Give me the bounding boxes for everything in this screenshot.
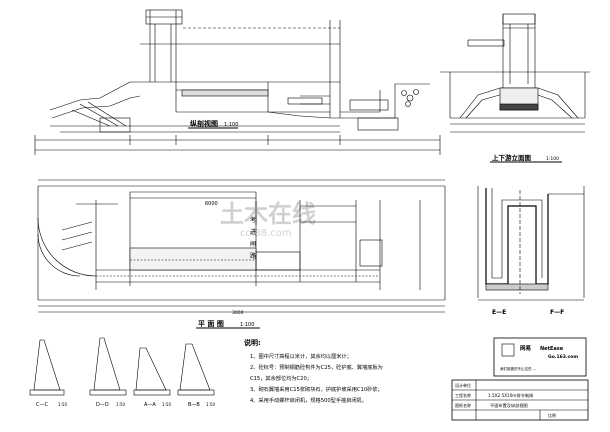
section-dd-label: D—D — [96, 402, 109, 408]
longitudinal-scale: 1:100 — [224, 122, 238, 128]
section-cc-label: C—C — [36, 402, 48, 408]
elevation-view: 上下游立面图 1:100 — [440, 13, 590, 163]
plan-scale: 1:100 — [240, 322, 254, 328]
plan-dim-6000: 6000 — [205, 201, 218, 207]
section-cc-scale: 1:50 — [58, 402, 67, 407]
project-label: 工程名称 — [455, 392, 471, 398]
notes-heading: 说明: — [244, 338, 261, 347]
note-4: 3、砌石翼墙采用C15浆砌块石，护底护坡采用C10砂浆； — [250, 385, 383, 393]
note-5: 4、采用手动螺杆启闭机，规格500型手摇启闭机。 — [250, 396, 367, 404]
longitudinal-section: 纵剖视图 1:100 — [34, 9, 441, 155]
logo-tagline: 我们能做的不止这些 ... — [500, 366, 536, 371]
watermark-sub: coi88.com — [240, 228, 292, 239]
elevation-title: 上下游立面图 — [492, 153, 532, 162]
wing-wall-sections: C—C D—D A—A B—B 1:50 1:50 1:50 1:50 — [29, 337, 215, 408]
drawing-label: 图纸名称 — [455, 402, 471, 408]
project-value: 1.5X2.5X10m排节制闸 — [488, 392, 533, 399]
scale-label: 比例 — [548, 412, 556, 418]
drawing-value: 平面布置及纵剖视图 — [490, 402, 528, 409]
watermark-text: 土木在线 — [220, 200, 316, 228]
note-1: 1、图中尺寸高程以米计，其余均以厘米计； — [250, 352, 352, 360]
section-aa-scale: 1:50 — [162, 402, 171, 407]
note-3: C15，其余部位均为C20； — [250, 374, 312, 382]
logo-brand: NetEase — [540, 346, 564, 352]
plan-view: 6000 3000 考进闸路 平 面 图 1:100 — [37, 179, 446, 329]
section-ee-label: E—E — [492, 309, 506, 316]
section-dd-scale: 1:50 — [116, 402, 125, 407]
note-2: 2、砼标号：预制钢筋砼构件为C25，砼护底、翼墙底板为 — [250, 363, 383, 371]
section-aa-label: A—A — [144, 402, 156, 408]
netease-logo-box: 网易 NetEase Go.163.com 我们能做的不止这些 ... — [493, 337, 587, 377]
plan-title: 平 面 图 — [198, 319, 224, 328]
title-block: 设计单位 工程名称 1.5X2.5X10m排节制闸 图纸名称 平面布置及纵剖视图… — [451, 379, 589, 421]
plan-dim-total: 3000 — [232, 310, 244, 316]
watermark: 土木在线 coi88.com — [220, 200, 316, 239]
longitudinal-title: 纵剖视图 — [190, 119, 218, 128]
plan-center-label: 考进闸路 — [250, 216, 256, 260]
section-ff-label: F—F — [550, 309, 564, 316]
section-bb-scale: 1:50 — [206, 402, 215, 407]
design-unit-label: 设计单位 — [455, 382, 471, 388]
elevation-scale: 1:100 — [546, 156, 559, 162]
logo-name: 网易 — [520, 344, 532, 352]
section-bb-label: B—B — [188, 402, 200, 408]
section-ee-ff: E—E F—F — [477, 186, 585, 316]
logo-site: Go.163.com — [548, 354, 578, 360]
notes: 说明: 1、图中尺寸高程以米计，其余均以厘米计； 2、砼标号：预制钢筋砼构件为C… — [244, 338, 383, 404]
